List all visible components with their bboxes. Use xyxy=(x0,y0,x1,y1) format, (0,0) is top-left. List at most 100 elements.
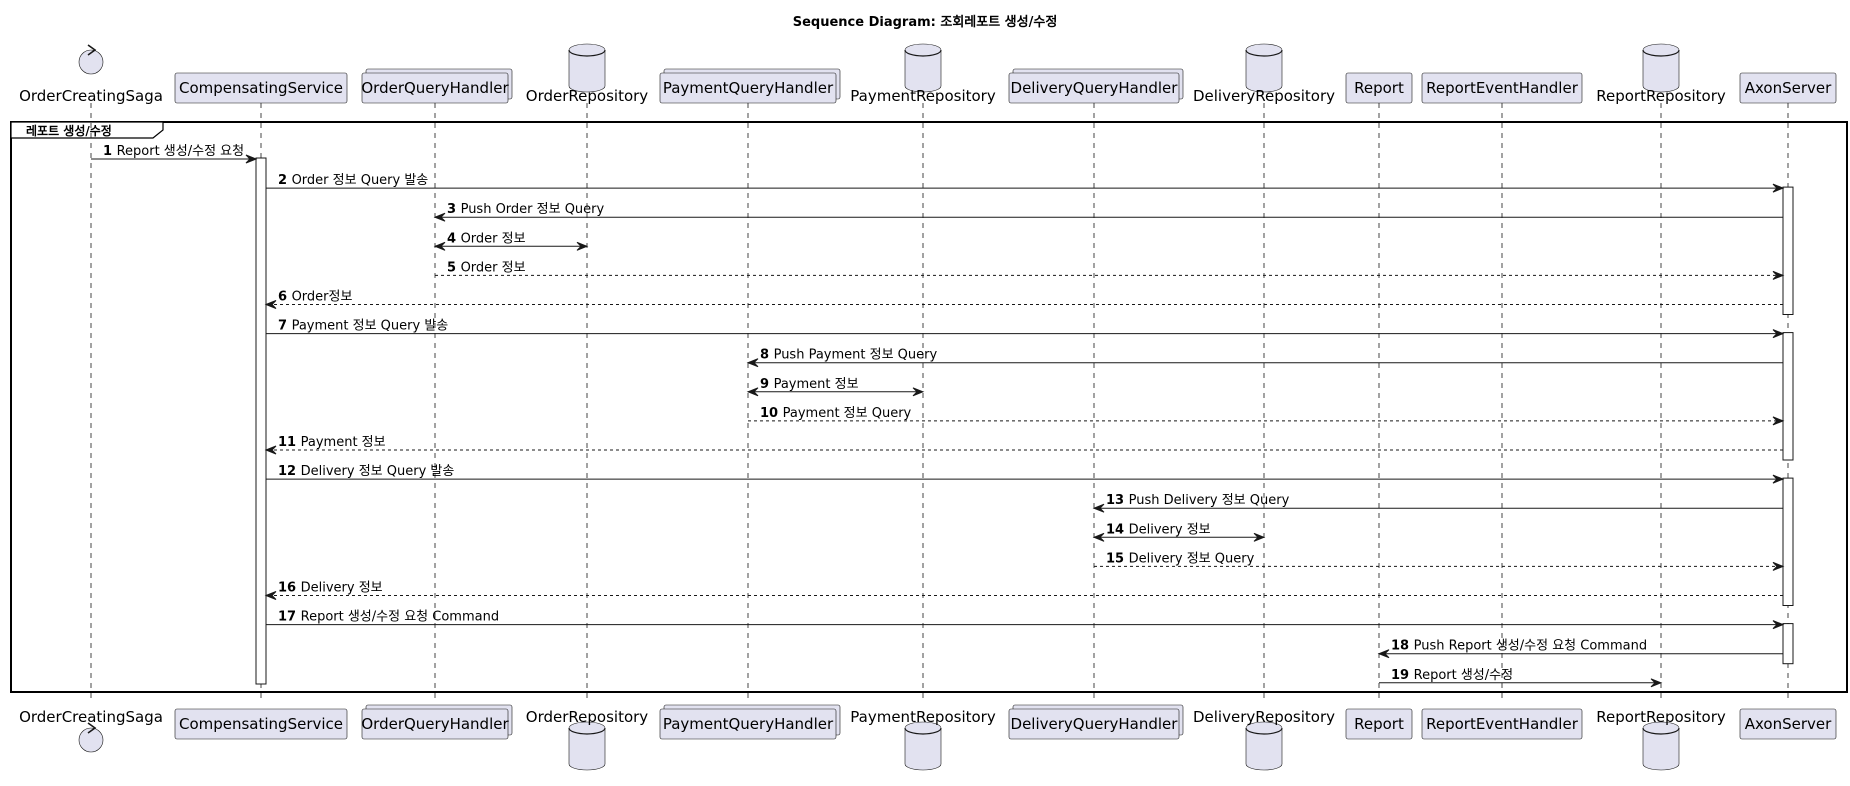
database-icon xyxy=(1245,43,1283,93)
arrowhead xyxy=(1772,474,1785,484)
message-label: 7 Payment 정보 Query 발송 xyxy=(278,319,448,334)
arrowhead xyxy=(746,358,759,368)
participant-label: OrderRepository xyxy=(526,87,649,105)
message-text: Payment 정보 Query 발송 xyxy=(292,319,449,334)
participant-box xyxy=(659,708,837,740)
activation-bar-axon-server xyxy=(1782,623,1794,665)
message-number: 6 xyxy=(278,290,292,305)
participant-box xyxy=(1345,72,1413,104)
participant-report-event-handler-top: ReportEventHandler xyxy=(1421,72,1583,104)
participant-label: ReportEventHandler xyxy=(1426,715,1579,733)
arrowhead xyxy=(1253,532,1266,542)
participant-payment-repository-bottom: PaymentRepository xyxy=(850,708,996,771)
participant-label: PaymentRepository xyxy=(850,87,996,105)
message-number: 14 xyxy=(1106,522,1129,537)
database-rim xyxy=(904,727,942,735)
participant-label: DeliveryRepository xyxy=(1193,87,1335,105)
participant-label: AxonServer xyxy=(1745,715,1832,733)
message-number: 9 xyxy=(760,377,774,392)
arrowhead xyxy=(433,212,446,222)
participant-box xyxy=(1008,72,1180,104)
activation-bar-axon-server xyxy=(1782,332,1794,461)
message-8: 8 Push Payment 정보 Query xyxy=(746,348,1783,368)
participant-delivery-query-handler-bottom: DeliveryQueryHandler xyxy=(1008,704,1184,740)
participant-box xyxy=(1421,72,1583,104)
message-3: 3 Push Order 정보 Query xyxy=(433,202,1783,222)
message-4: 4 Order 정보 xyxy=(433,231,589,251)
message-number: 8 xyxy=(760,348,774,363)
participant-label: CompensatingService xyxy=(179,79,343,97)
activation-bar-axon-server xyxy=(1782,186,1794,316)
message-18: 18 Push Report 생성/수정 요청 Command xyxy=(1377,639,1783,659)
message-11: 11 Payment 정보 xyxy=(264,435,1783,455)
participant-compensating-service-bottom: CompensatingService xyxy=(174,708,348,740)
database-icon xyxy=(1642,43,1680,93)
message-text: Order 정보 xyxy=(461,260,526,275)
message-10: 10 Payment 정보 Query xyxy=(748,406,1785,426)
message-1: 1 Report 생성/수정 요청 xyxy=(91,144,258,164)
message-label: 14 Delivery 정보 xyxy=(1106,522,1211,537)
message-label: 3 Push Order 정보 Query xyxy=(447,202,605,217)
participant-order-creating-saga-top: OrderCreatingSaga xyxy=(19,44,163,105)
group-frame: 레포트 생성/수정 xyxy=(10,121,1848,693)
arrowhead xyxy=(1772,416,1785,426)
message-text: Push Order 정보 Query xyxy=(461,202,605,217)
participant-axon-server-top: AxonServer xyxy=(1739,72,1837,104)
database-icon xyxy=(1245,721,1283,771)
participant-box xyxy=(174,72,348,104)
message-text: Report 생성/수정 xyxy=(1414,668,1513,683)
participant-label: OrderCreatingSaga xyxy=(19,708,163,726)
message-number: 1 xyxy=(103,144,117,159)
message-text: Order 정보 Query 발송 xyxy=(292,173,429,188)
database-rim xyxy=(1642,49,1680,57)
arrowhead xyxy=(1772,329,1785,339)
participant-label: Report xyxy=(1354,715,1404,733)
message-19: 19 Report 생성/수정 xyxy=(1379,668,1663,688)
message-text: Report 생성/수정 요청 Command xyxy=(301,610,499,625)
message-label: 8 Push Payment 정보 Query xyxy=(760,348,937,363)
participant-label: AxonServer xyxy=(1745,79,1832,97)
participant-label: PaymentQueryHandler xyxy=(663,715,834,733)
arrowhead xyxy=(433,241,446,251)
database-icon xyxy=(1642,721,1680,771)
message-label: 13 Push Delivery 정보 Query xyxy=(1106,493,1290,508)
participant-delivery-repository-top: DeliveryRepository xyxy=(1193,43,1335,105)
arrowhead xyxy=(1377,649,1390,659)
message-17: 17 Report 생성/수정 요청 Command xyxy=(266,610,1785,630)
message-text: Report 생성/수정 요청 xyxy=(117,144,245,159)
message-label: 9 Payment 정보 xyxy=(760,377,859,392)
participant-label: DeliveryQueryHandler xyxy=(1011,715,1179,733)
participant-payment-query-handler-bottom: PaymentQueryHandler xyxy=(659,704,841,740)
message-label: 6 Order정보 xyxy=(278,290,352,305)
participant-order-repository-bottom: OrderRepository xyxy=(526,708,649,771)
arrowhead xyxy=(1772,561,1785,571)
message-7: 7 Payment 정보 Query 발송 xyxy=(266,319,1785,339)
participant-payment-repository-top: PaymentRepository xyxy=(850,43,996,105)
participant-report-event-handler-bottom: ReportEventHandler xyxy=(1421,708,1583,740)
group-frame-border xyxy=(10,121,1848,693)
database-rim xyxy=(568,49,606,57)
message-number: 2 xyxy=(278,173,292,188)
activation-bar-axon-server xyxy=(1782,477,1794,607)
arrowhead xyxy=(1772,270,1785,280)
message-13: 13 Push Delivery 정보 Query xyxy=(1092,493,1783,513)
participant-label: Report xyxy=(1354,79,1404,97)
message-number: 15 xyxy=(1106,551,1129,566)
participant-label: PaymentRepository xyxy=(850,708,996,726)
message-number: 3 xyxy=(447,202,461,217)
participant-label: PaymentQueryHandler xyxy=(663,79,834,97)
participant-label: OrderRepository xyxy=(526,708,649,726)
message-16: 16 Delivery 정보 xyxy=(264,581,1783,600)
database-icon xyxy=(568,721,606,771)
message-number: 17 xyxy=(278,610,301,625)
participant-order-query-handler-top: OrderQueryHandler xyxy=(361,68,513,104)
message-label: 4 Order 정보 xyxy=(447,231,526,246)
participant-report-repository-top: ReportRepository xyxy=(1596,43,1726,105)
message-number: 13 xyxy=(1106,493,1129,508)
message-label: 15 Delivery 정보 Query xyxy=(1106,551,1255,566)
message-number: 16 xyxy=(278,581,301,596)
message-text: Delivery 정보 xyxy=(1129,522,1211,537)
message-text: Delivery 정보 xyxy=(301,581,383,596)
arrowhead xyxy=(245,154,258,164)
